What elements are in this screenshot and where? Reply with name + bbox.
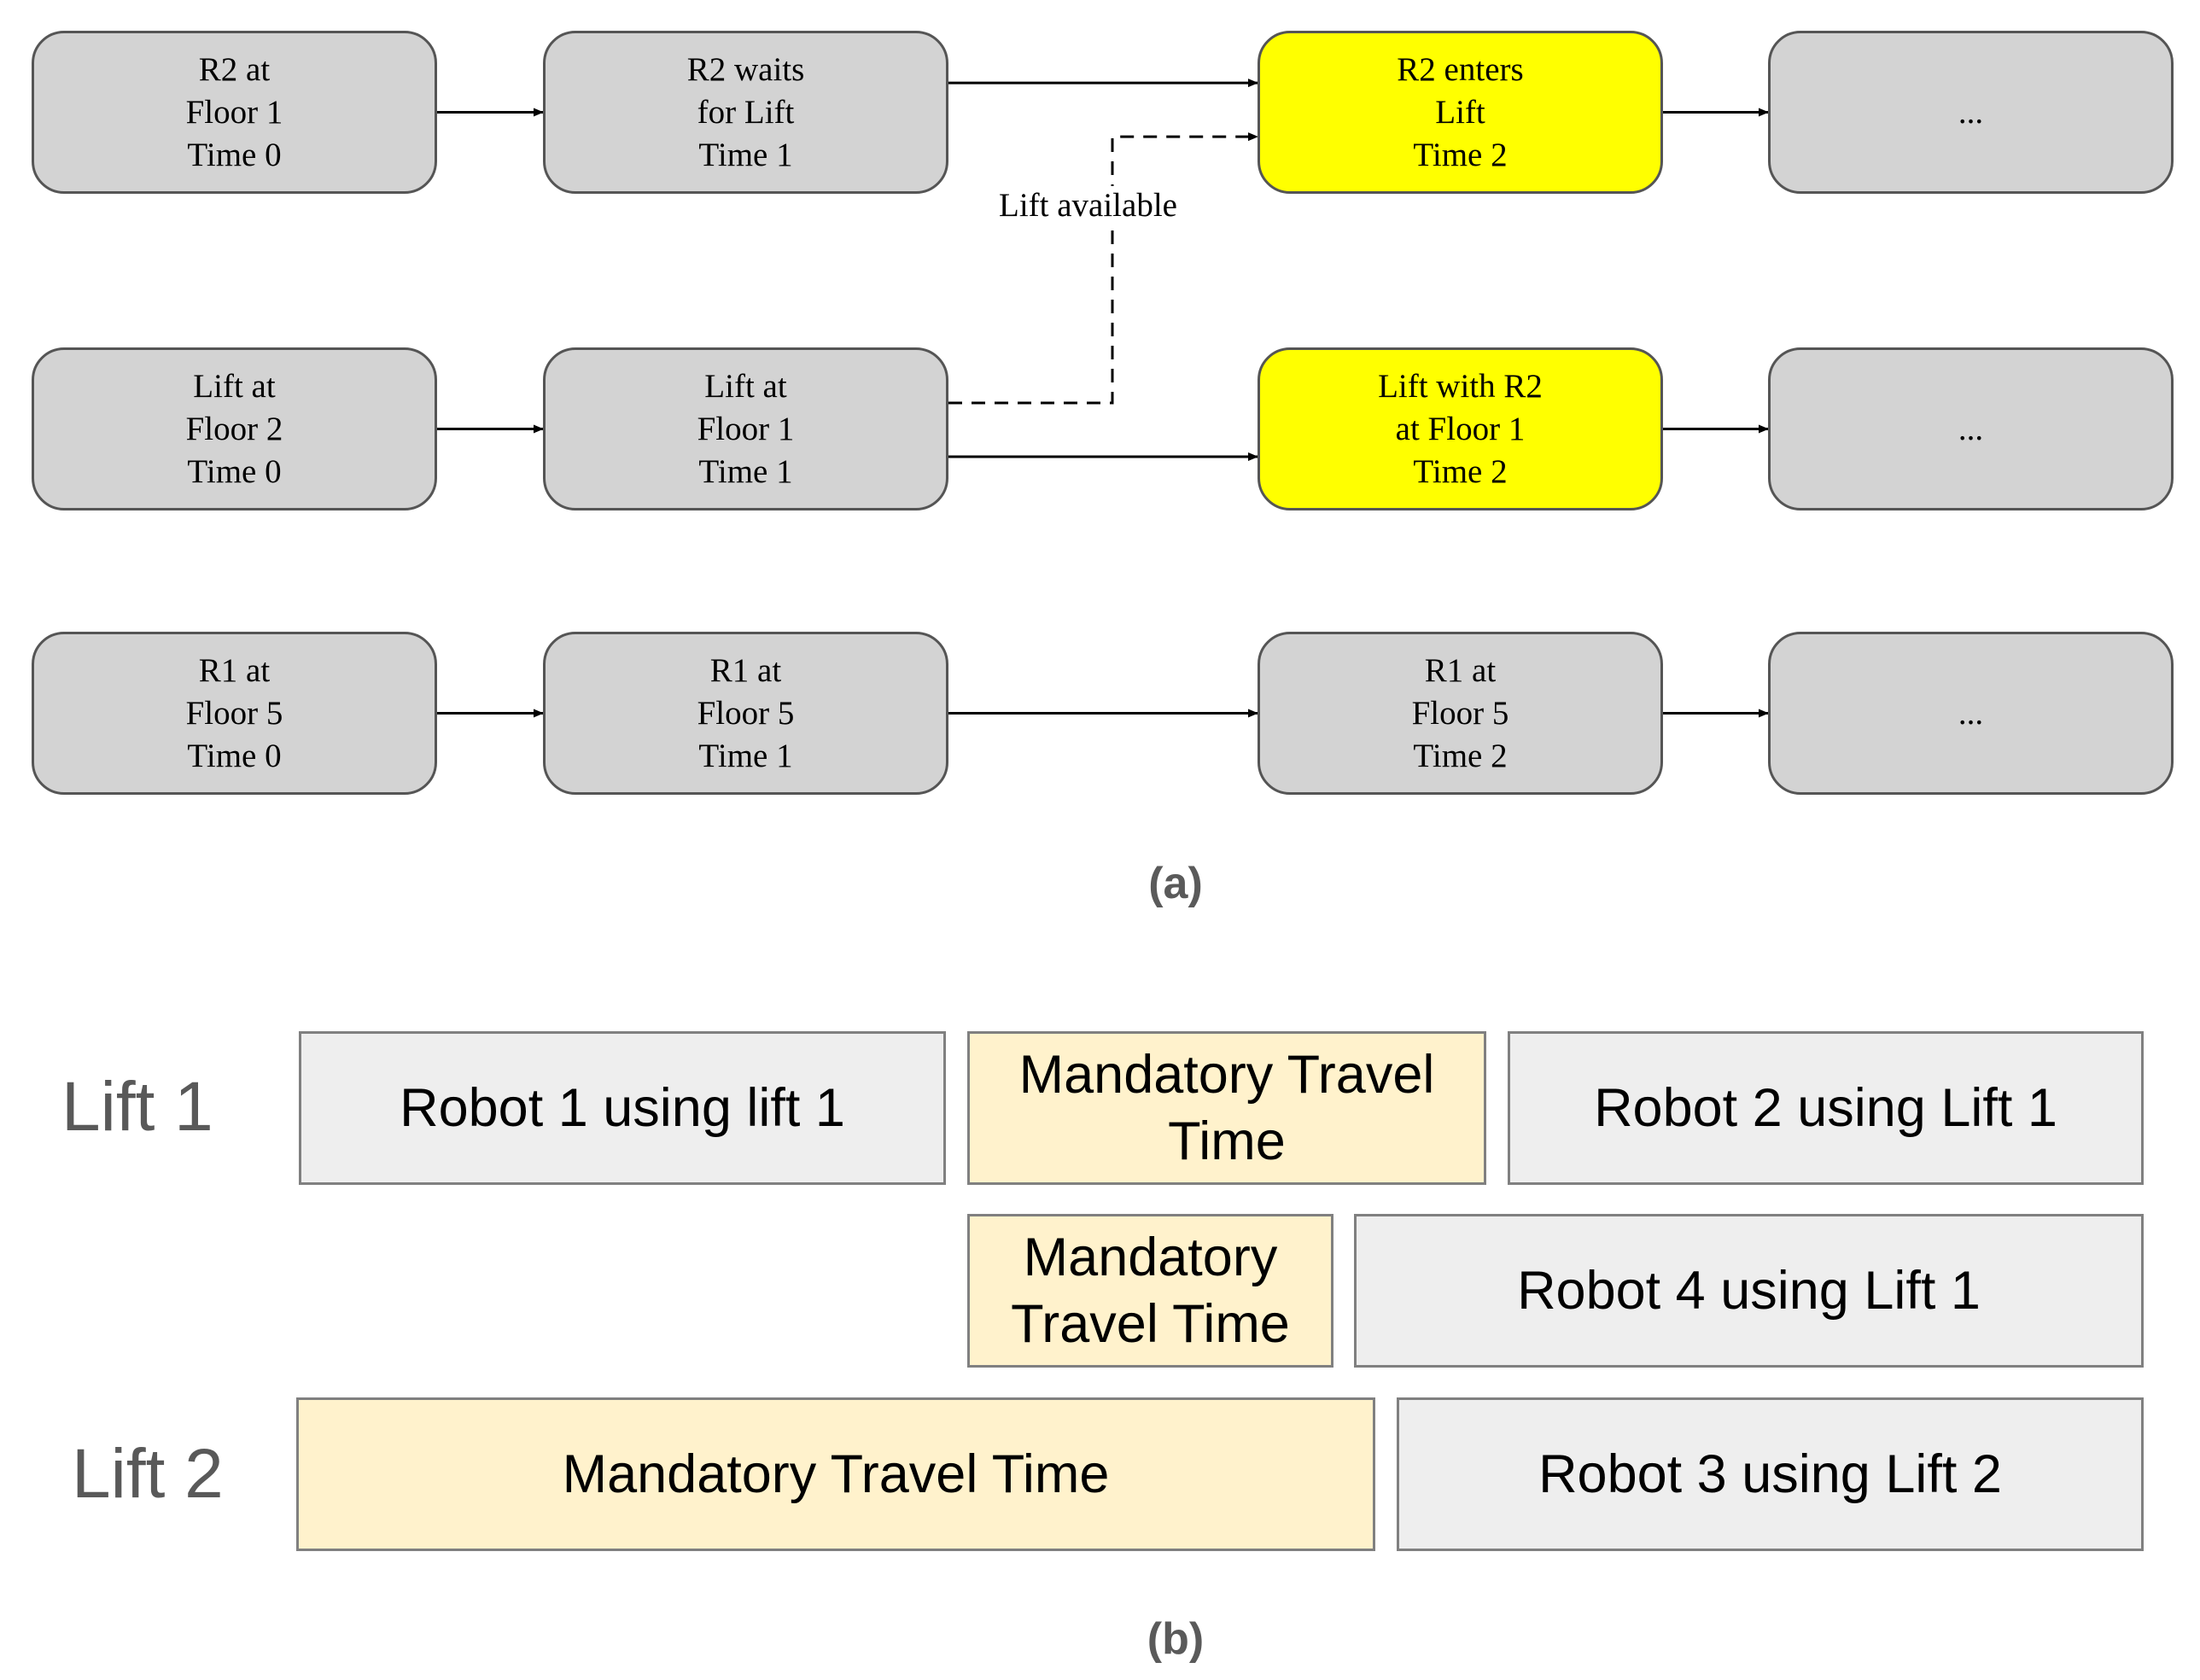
node-lift-continuation: ... <box>1768 347 2174 510</box>
node-text-line: Lift <box>1435 93 1485 131</box>
node-text-line: Floor 5 <box>697 694 795 732</box>
node-text-line: R1 at <box>709 651 782 689</box>
node-text-line: R1 at <box>198 651 271 689</box>
block-mandatory-travel-time: Mandatory Travel Time <box>967 1214 1333 1368</box>
node-text-line: R2 waits <box>686 50 805 88</box>
node-text-line: Time 1 <box>698 136 793 173</box>
node-text-line: Floor 1 <box>185 93 283 131</box>
node-r1-floor5-time0: R1 at Floor 5 Time 0 <box>32 632 437 795</box>
node-text-line: Time 2 <box>1413 136 1508 173</box>
caption-b: (b) <box>1147 1614 1205 1664</box>
node-text-line: Floor 5 <box>185 694 283 732</box>
node-text-line: Time 1 <box>698 452 793 490</box>
node-text-line: ... <box>1958 410 1984 447</box>
block-mandatory-travel-time: Mandatory Travel Time <box>967 1031 1486 1185</box>
block-mandatory-travel-time: Mandatory Travel Time <box>296 1397 1375 1551</box>
node-text-line: R2 at <box>198 50 271 88</box>
node-text-line: Time 1 <box>698 737 793 774</box>
node-text-line: for Lift <box>697 93 795 131</box>
node-text-line: Time 2 <box>1413 737 1508 774</box>
node-r2-floor1-time0: R2 at Floor 1 Time 0 <box>32 31 437 194</box>
node-text-line: Floor 2 <box>185 410 283 447</box>
node-text-line: Lift with R2 <box>1378 367 1543 405</box>
node-text-line: ... <box>1958 93 1984 131</box>
node-text-line: at Floor 1 <box>1395 410 1526 447</box>
edges-group <box>437 79 1769 718</box>
block-robot1-using-lift1: Robot 1 using lift 1 <box>299 1031 946 1185</box>
node-text-line: Time 0 <box>187 136 282 173</box>
node-lift-floor2-time0: Lift at Floor 2 Time 0 <box>32 347 437 510</box>
node-text-line: Lift at <box>704 367 787 405</box>
edge-dashed-lift-available <box>948 132 1258 405</box>
block-robot3-using-lift2: Robot 3 using Lift 2 <box>1397 1397 2144 1551</box>
node-text-line: R1 at <box>1424 651 1497 689</box>
node-text-line: ... <box>1958 694 1984 732</box>
node-r1-continuation: ... <box>1768 632 2174 795</box>
node-r1-floor5-time1: R1 at Floor 5 Time 1 <box>543 632 948 795</box>
node-lift-floor1-time1: Lift at Floor 1 Time 1 <box>543 347 948 510</box>
caption-a: (a) <box>1148 859 1203 908</box>
edge-label-lift-available: Lift available <box>999 186 1177 225</box>
node-r1-floor5-time2: R1 at Floor 5 Time 2 <box>1258 632 1663 795</box>
node-text-line: Time 2 <box>1413 452 1508 490</box>
node-text-line: Time 0 <box>187 737 282 774</box>
node-text-line: Time 0 <box>187 452 282 490</box>
lane-label-lift-1: Lift 1 <box>61 1068 213 1146</box>
node-text-line: Lift at <box>193 367 276 405</box>
node-text-line: Floor 1 <box>697 410 795 447</box>
node-text-line: Floor 5 <box>1411 694 1509 732</box>
block-robot4-using-lift1: Robot 4 using Lift 1 <box>1354 1214 2144 1368</box>
block-robot2-using-lift1: Robot 2 using Lift 1 <box>1508 1031 2144 1185</box>
node-text-line: R2 enters <box>1397 50 1524 88</box>
lane-label-lift-2: Lift 2 <box>72 1435 224 1513</box>
node-r2-continuation: ... <box>1768 31 2174 194</box>
node-lift-with-r2-time2: Lift with R2 at Floor 1 Time 2 <box>1258 347 1663 510</box>
